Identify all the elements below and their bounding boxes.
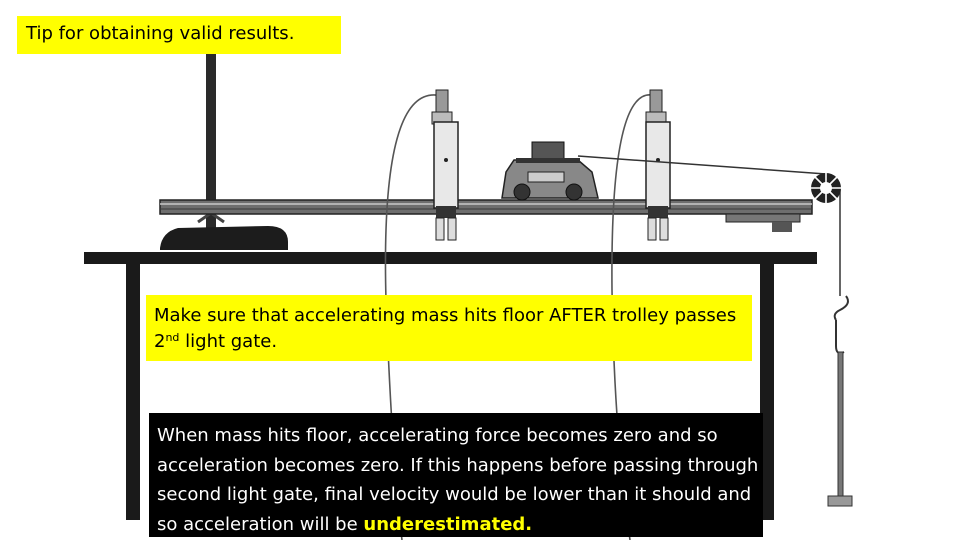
light-gate-2	[645, 89, 671, 241]
string	[577, 155, 827, 175]
stand-pole	[206, 40, 216, 232]
explanation-box: When mass hits floor, accelerating force…	[149, 413, 763, 537]
bench-leg-left	[126, 262, 140, 520]
bench-leg-right	[760, 262, 774, 520]
hanging-mass	[827, 295, 853, 507]
explanation-emphasis: underestimated.	[363, 513, 533, 535]
tip-label: Tip for obtaining valid results.	[17, 16, 341, 54]
explanation-text: When mass hits floor, accelerating force…	[157, 425, 759, 535]
tip-text: Tip for obtaining valid results.	[26, 23, 295, 44]
pulley-bracket	[725, 213, 801, 223]
track	[159, 199, 813, 215]
note-text: Make sure that accelerating mass hits fl…	[154, 305, 737, 352]
trolley	[501, 141, 599, 201]
note-superscript: nd	[165, 331, 180, 344]
stand-base	[160, 226, 288, 250]
note-box: Make sure that accelerating mass hits fl…	[146, 295, 752, 361]
pulley	[811, 173, 841, 203]
light-gate-1	[431, 89, 459, 241]
note-text-end: light gate.	[179, 331, 278, 352]
bench-top	[84, 252, 817, 264]
